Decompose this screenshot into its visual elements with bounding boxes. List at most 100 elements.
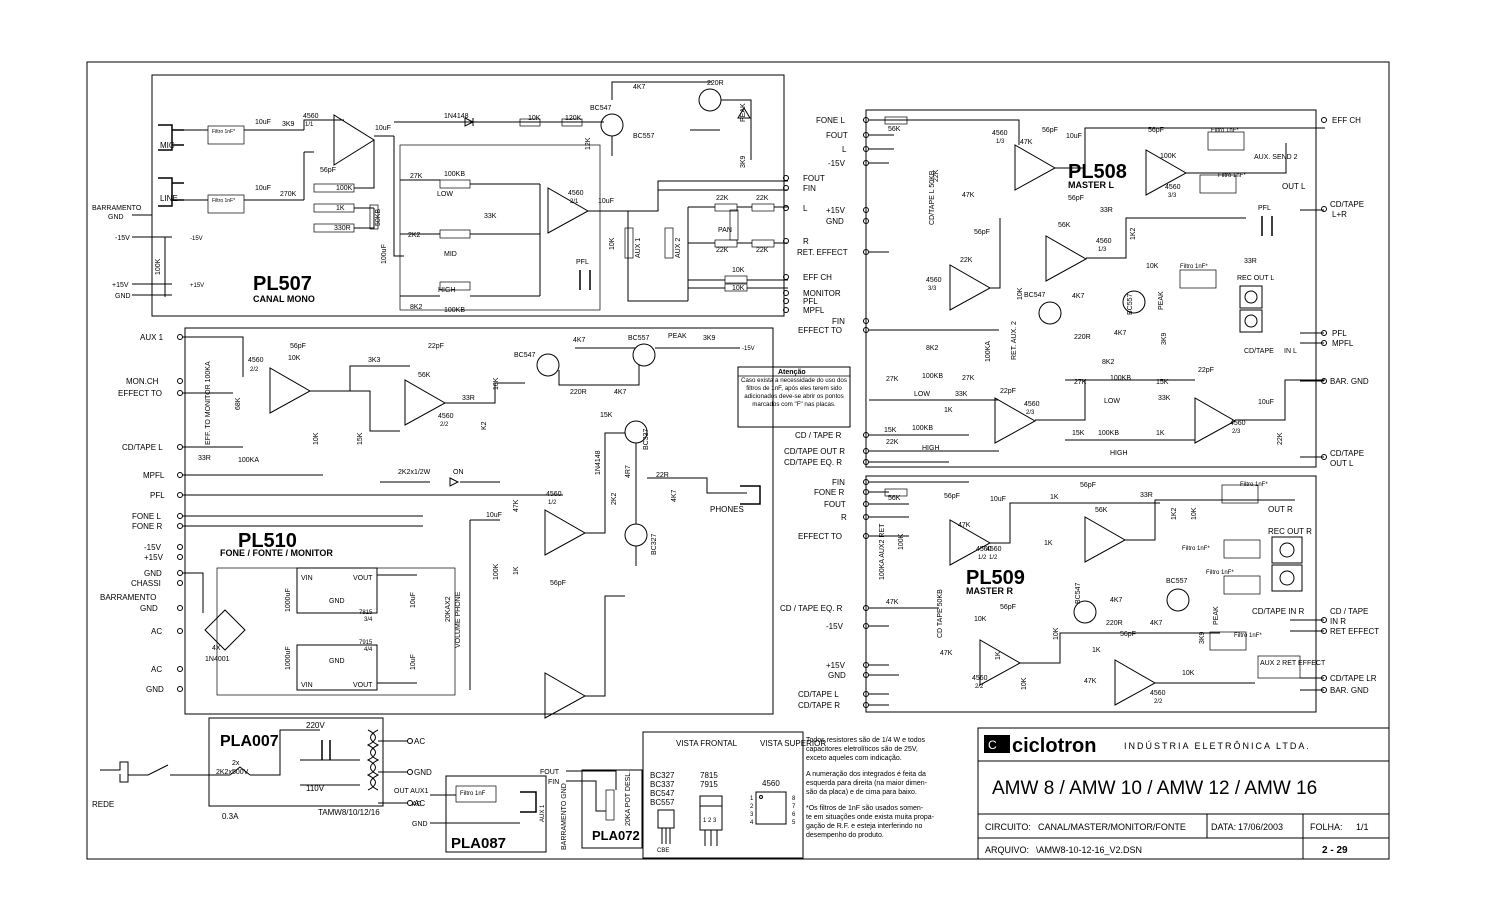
- board-pl508: PL508 MASTER L FONE L FOUT L -15V +15V G…: [784, 109, 1369, 468]
- circuit-symbol: [863, 249, 869, 255]
- component-label: AUX. SEND 2: [1254, 154, 1298, 161]
- board-pla087: PLA087 Filtro 1nF OUT AUX1 AC GND AUX 1: [394, 775, 547, 853]
- component-label: 10K: [974, 616, 987, 623]
- component-label: RET. AUX. 2: [1011, 321, 1018, 360]
- pl508-subtitle: MASTER L: [1068, 180, 1115, 190]
- component-label: 4560: [992, 130, 1008, 137]
- component-label: 22pF: [1198, 367, 1214, 374]
- component-label: GND: [146, 685, 164, 694]
- circuit-symbol: [1221, 484, 1259, 504]
- component-label: CD / TAPE EQ. R: [780, 604, 843, 613]
- circuit-symbol: [208, 717, 384, 807]
- pl507-title: PL507: [253, 273, 312, 295]
- circuit-symbol: [632, 343, 656, 367]
- attention-title: Atenção: [778, 369, 806, 376]
- component-label: MID: [444, 251, 457, 258]
- pla087-title: PLA087: [451, 835, 506, 852]
- circuit-symbol: [216, 567, 456, 696]
- component-label: +15V: [112, 282, 129, 289]
- component-label: RET EFFECT: [1330, 627, 1379, 636]
- component-label: LOW: [1104, 398, 1120, 405]
- circuit-symbol: [729, 209, 739, 241]
- component-label: Filtro 1nF*: [1240, 482, 1268, 488]
- component-label: Filtro 1nF*: [1180, 264, 1208, 270]
- circuit-symbol: [737, 366, 851, 428]
- component-label: 22K: [716, 195, 729, 202]
- component-label: 2/3: [1026, 410, 1035, 416]
- pla072-title: PLA072: [592, 828, 640, 843]
- component-label: 220R: [1074, 334, 1091, 341]
- circuit-symbol: [158, 177, 184, 207]
- component-label: VOLUME PHONE: [455, 591, 462, 648]
- component-label: 22K: [756, 247, 769, 254]
- circuit-symbol: [783, 298, 789, 304]
- component-label: Filtro 1nF*: [1234, 633, 1262, 639]
- component-label: -15V: [742, 346, 755, 352]
- circuit-symbol: [561, 118, 583, 127]
- circuit-symbol: [863, 160, 869, 166]
- circuit-symbol: [863, 623, 869, 629]
- component-label: 33R: [1100, 207, 1113, 214]
- component-label: GND: [826, 217, 844, 226]
- component-label: PFL: [150, 491, 165, 500]
- circuit-symbol: [439, 179, 471, 189]
- pl509-subtitle: MASTER R: [966, 586, 1014, 596]
- circuit-symbol: [177, 334, 183, 340]
- component-label: 7815: [700, 771, 718, 780]
- circuit-symbol: [869, 119, 1020, 463]
- circuit-symbol: [313, 203, 355, 213]
- component-label: 56pF: [1000, 604, 1016, 611]
- component-label: AC: [151, 627, 162, 636]
- circuit-symbol: [863, 432, 869, 438]
- component-label: 2K2x1/2W: [398, 469, 431, 476]
- component-label: +15V: [190, 283, 204, 289]
- component-label: DATA:: [1211, 822, 1236, 832]
- circuit-symbol: [977, 727, 1390, 860]
- component-label: AUX 1: [540, 804, 546, 822]
- circuit-symbol: [269, 367, 312, 414]
- component-label: 100K: [1160, 153, 1177, 160]
- circuit-symbol: [624, 227, 634, 259]
- component-label: 47K: [962, 192, 975, 199]
- component-label: 15K: [1072, 430, 1085, 437]
- component-label: FOUT: [824, 500, 846, 509]
- component-label: FOUT: [540, 769, 560, 776]
- component-label: 3/3: [1168, 193, 1177, 199]
- component-label: 1K: [1044, 540, 1053, 547]
- component-label: BC547: [650, 789, 675, 798]
- component-label: 4560: [976, 546, 992, 553]
- circuit-symbol: [863, 146, 869, 152]
- circuit-symbol: [177, 580, 183, 586]
- company-name: INDÚSTRIA ELETRÔNICA LTDA.: [1124, 741, 1311, 751]
- component-label: PEAK: [740, 103, 747, 122]
- component-label: BARRAMENTO: [92, 205, 142, 212]
- component-label: PFL: [1332, 329, 1347, 338]
- component-label: 20KA POT DESL.: [625, 771, 632, 826]
- circuit-symbol: [624, 523, 648, 547]
- component-label: 1/3: [1098, 247, 1107, 253]
- circuit-symbol: [177, 378, 183, 384]
- component-label: 10K: [1017, 287, 1024, 300]
- component-label: 4560: [762, 779, 780, 788]
- component-label: AC: [414, 737, 425, 746]
- circuit-symbol: [1073, 600, 1097, 624]
- circuit-symbol: [184, 119, 404, 257]
- component-label: -15V: [115, 235, 130, 242]
- component-label: desempenho do produto.: [806, 832, 884, 839]
- component-label: GND: [329, 598, 345, 605]
- circuit-symbol: [1239, 309, 1263, 333]
- component-label: Filtro 1nF*: [212, 129, 235, 135]
- component-label: 3: [750, 812, 754, 818]
- component-label: 220R: [1106, 620, 1123, 627]
- component-label: 56pF: [550, 580, 566, 587]
- component-label: são da placa) e de cima para baixo.: [806, 789, 917, 796]
- component-label: 4560: [1150, 690, 1166, 697]
- component-label: 27K: [1074, 379, 1087, 386]
- circuit-symbol: [333, 114, 375, 166]
- component-label: K2: [481, 421, 488, 430]
- circuit-symbol: [378, 740, 408, 804]
- circuit-symbol: [1209, 631, 1247, 651]
- notes: Todos resistores são de 1/4 W e todos ca…: [806, 737, 935, 839]
- component-label: AUX 2: [675, 238, 682, 258]
- component-label: 33R: [198, 455, 211, 462]
